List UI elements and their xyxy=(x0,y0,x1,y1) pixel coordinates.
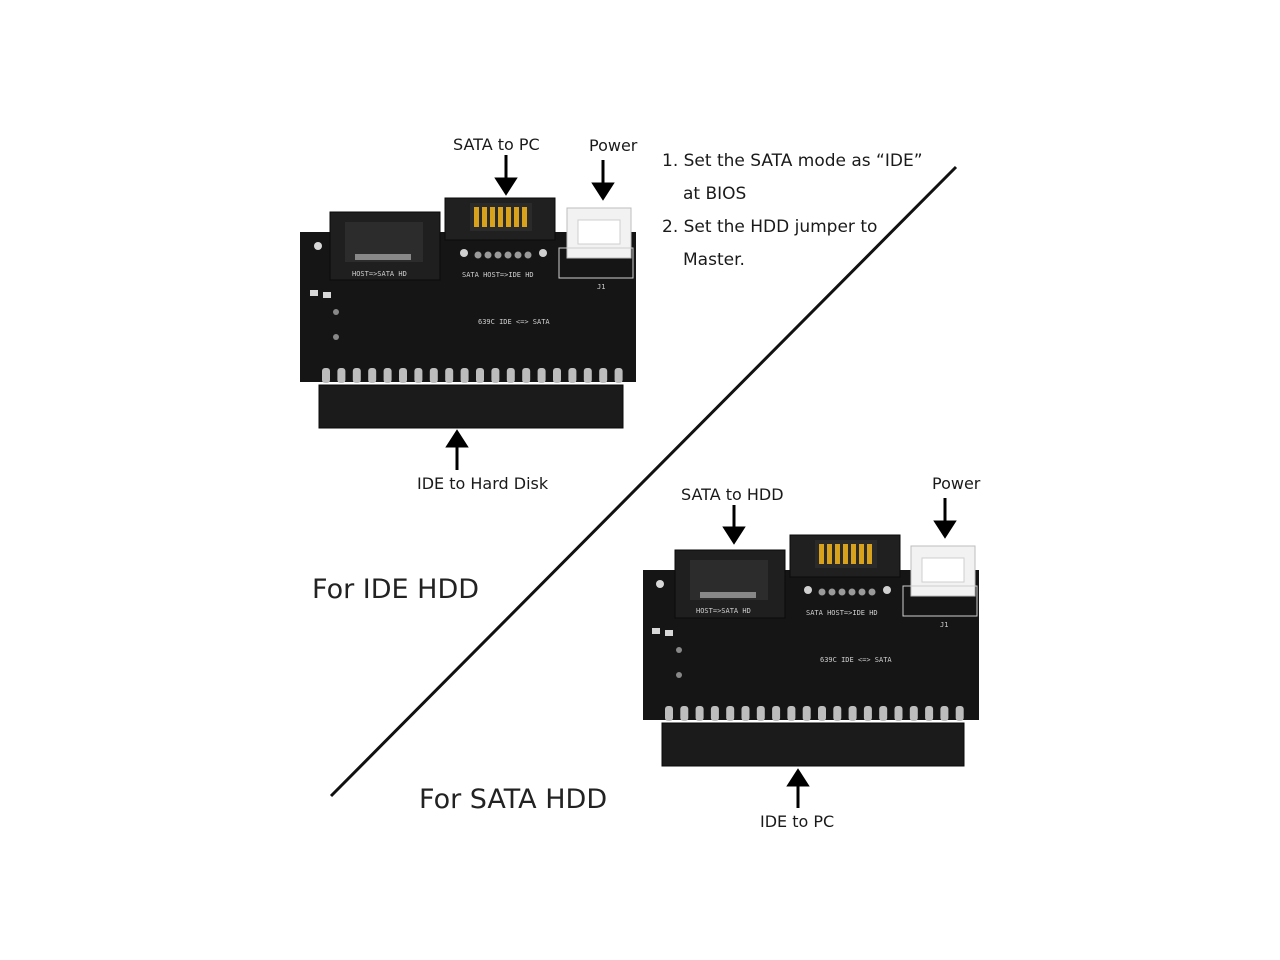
ide-pin xyxy=(772,706,781,721)
ide-pin xyxy=(802,706,811,721)
sata-gold-contact xyxy=(482,207,487,227)
sata-gold-contact xyxy=(867,544,872,564)
power-connector xyxy=(902,545,978,617)
silk-host-text: HOST=>SATA HD xyxy=(352,270,407,278)
instruction-step1-line1: 1. Set the SATA mode as “IDE” xyxy=(662,151,923,171)
ide-hdd-title: For IDE HDD xyxy=(312,574,480,605)
bottom-power-label: Power xyxy=(932,474,981,493)
bottom-sata-arrow xyxy=(722,505,746,545)
ide-pin-row xyxy=(322,368,623,383)
silk-j1-text: J1 xyxy=(597,283,605,291)
ide-pin xyxy=(909,706,918,721)
ide-pin xyxy=(955,706,964,721)
silk-mode-text: SATA HOST=>IDE HD xyxy=(806,609,878,617)
bottom-adapter-board: HOST=>SATA HD SATA HOST=>IDE HD 639C IDE… xyxy=(643,534,979,767)
ide-pin xyxy=(476,368,484,383)
sata-gold-contact xyxy=(819,544,824,564)
diagonal-divider xyxy=(329,165,958,798)
ide-pin xyxy=(522,368,531,383)
sata-host-connector xyxy=(674,549,786,619)
ide-pin xyxy=(833,706,842,721)
silk-j1-text: J1 xyxy=(940,621,948,629)
ide-pin xyxy=(818,706,826,721)
ide-pin xyxy=(848,706,857,721)
ide-pin xyxy=(583,368,592,383)
sata-gold-contact xyxy=(506,207,511,227)
ide-pin xyxy=(787,706,796,721)
instruction-step2-line2: Master. xyxy=(683,250,745,270)
silk-mode-text: SATA HOST=>IDE HD xyxy=(462,271,534,279)
ide-pin xyxy=(925,706,934,721)
bottom-sata-label: SATA to HDD xyxy=(681,485,784,504)
ide-pin xyxy=(491,368,500,383)
sata-gold-contact xyxy=(498,207,503,227)
ide-pin xyxy=(553,368,561,383)
sata-pc-connector xyxy=(444,197,556,241)
ide-pin xyxy=(429,368,438,383)
top-sata-arrow xyxy=(494,155,518,196)
instructions: 1. Set the SATA mode as “IDE” at BIOS 2.… xyxy=(662,145,923,277)
silk-chip-text: 639C IDE <=> SATA xyxy=(820,656,892,664)
ide-pin xyxy=(460,368,469,383)
bottom-ide-arrow xyxy=(786,768,810,808)
sata-pc-connector xyxy=(789,534,901,578)
ide-pin xyxy=(710,706,719,721)
ide-pin xyxy=(445,368,454,383)
sata-gold-contact xyxy=(851,544,856,564)
top-power-arrow xyxy=(591,160,615,201)
ide-pin xyxy=(726,706,735,721)
ide-pin xyxy=(756,706,765,721)
sata-gold-contact xyxy=(522,207,527,227)
ide-pin xyxy=(863,706,872,721)
ide-pin xyxy=(879,706,888,721)
sata-gold-contact xyxy=(843,544,848,564)
ide-pin xyxy=(383,368,392,383)
sata-gold-contact xyxy=(827,544,832,564)
instruction-step1-line2: at BIOS xyxy=(683,184,747,204)
jumper-pins xyxy=(460,249,547,259)
ide-pin xyxy=(337,368,346,383)
ide-pin xyxy=(352,368,361,383)
sata-gold-contact xyxy=(490,207,495,227)
ide-connector xyxy=(661,722,965,767)
ide-pin xyxy=(741,706,750,721)
top-sata-label: SATA to PC xyxy=(453,135,540,154)
silk-host-text: HOST=>SATA HD xyxy=(696,607,751,615)
top-adapter-board: HOST=>SATA HD SATA HOST=>IDE HD 639C IDE… xyxy=(300,197,636,429)
sata-gold-contact xyxy=(474,207,479,227)
bottom-ide-label: IDE to PC xyxy=(760,812,835,831)
ide-pin xyxy=(940,706,949,721)
ide-pin-row xyxy=(665,706,964,721)
ide-pin xyxy=(537,368,546,383)
power-connector xyxy=(558,207,634,279)
ide-pin xyxy=(695,706,704,721)
top-ide-label: IDE to Hard Disk xyxy=(417,474,549,493)
sata-gold-contact xyxy=(859,544,864,564)
bottom-power-arrow xyxy=(933,498,957,539)
sata-gold-contact xyxy=(835,544,840,564)
ide-pin xyxy=(506,368,515,383)
top-ide-arrow xyxy=(445,429,469,470)
top-power-label: Power xyxy=(589,136,638,155)
ide-pin xyxy=(614,368,623,383)
ide-pin xyxy=(322,368,330,383)
ide-pin xyxy=(368,368,377,383)
ide-pin xyxy=(568,368,577,383)
ide-connector xyxy=(318,384,624,429)
instruction-step2-line1: 2. Set the HDD jumper to xyxy=(662,217,878,237)
ide-pin xyxy=(665,706,673,721)
sata-host-connector xyxy=(329,211,441,281)
silk-chip-text: 639C IDE <=> SATA xyxy=(478,318,550,326)
ide-pin xyxy=(599,368,608,383)
ide-pin xyxy=(894,706,903,721)
sata-gold-contact xyxy=(514,207,519,227)
ide-pin xyxy=(399,368,407,383)
ide-pin xyxy=(680,706,689,721)
jumper-pins xyxy=(804,586,891,596)
ide-pin xyxy=(414,368,423,383)
sata-hdd-title: For SATA HDD xyxy=(419,784,608,815)
